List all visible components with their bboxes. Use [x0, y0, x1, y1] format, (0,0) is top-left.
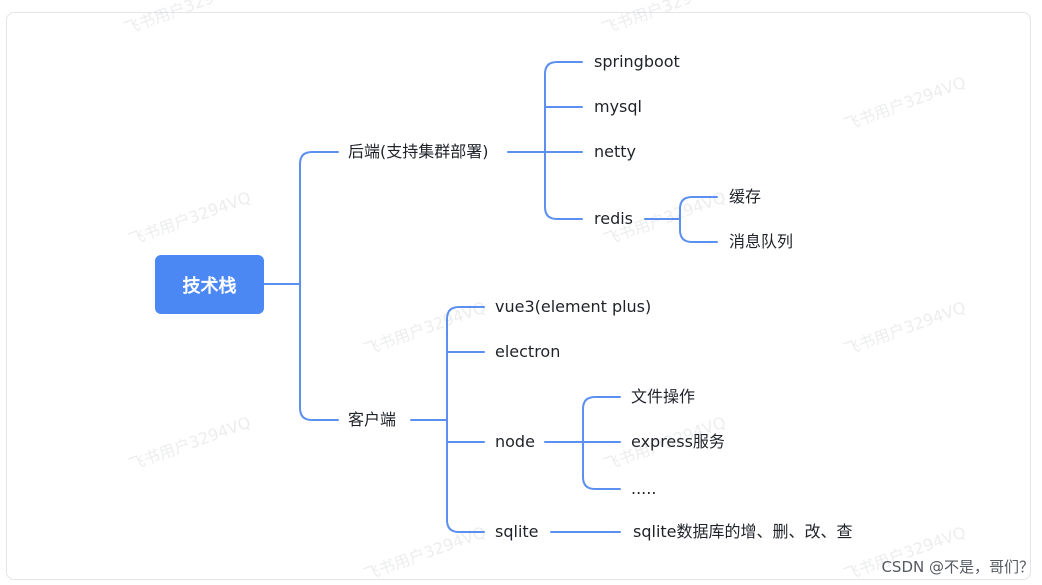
node-netty[interactable]: netty: [594, 142, 636, 161]
connector-root-client: [299, 283, 339, 421]
connector-client-spine: [446, 306, 485, 533]
node-backend[interactable]: 后端(支持集群部署): [348, 142, 489, 161]
node-node[interactable]: node: [495, 432, 535, 451]
node-springboot[interactable]: springboot: [594, 52, 680, 71]
node-sqlite-crud[interactable]: sqlite数据库的增、删、改、查: [633, 522, 853, 541]
root-node[interactable]: 技术栈: [155, 255, 264, 314]
node-express[interactable]: express服务: [631, 432, 725, 451]
connector-redis-spine: [679, 196, 718, 243]
credit-label: CSDN @不是，哥们？: [881, 558, 1034, 576]
node-sqlite[interactable]: sqlite: [495, 522, 539, 541]
node-mysql[interactable]: mysql: [594, 97, 642, 116]
node-cache[interactable]: 缓存: [729, 187, 762, 206]
connector-root-backend: [299, 151, 339, 285]
connector-node-spine: [582, 396, 621, 490]
node-file-ops[interactable]: 文件操作: [631, 387, 696, 406]
node-message-queue[interactable]: 消息队列: [729, 232, 794, 251]
node-client[interactable]: 客户端: [348, 410, 397, 429]
node-electron[interactable]: electron: [495, 342, 561, 361]
node-more[interactable]: .....: [631, 479, 657, 498]
connector-backend-spine: [544, 61, 583, 220]
node-vue3[interactable]: vue3(element plus): [495, 297, 652, 316]
node-redis[interactable]: redis: [594, 209, 634, 228]
